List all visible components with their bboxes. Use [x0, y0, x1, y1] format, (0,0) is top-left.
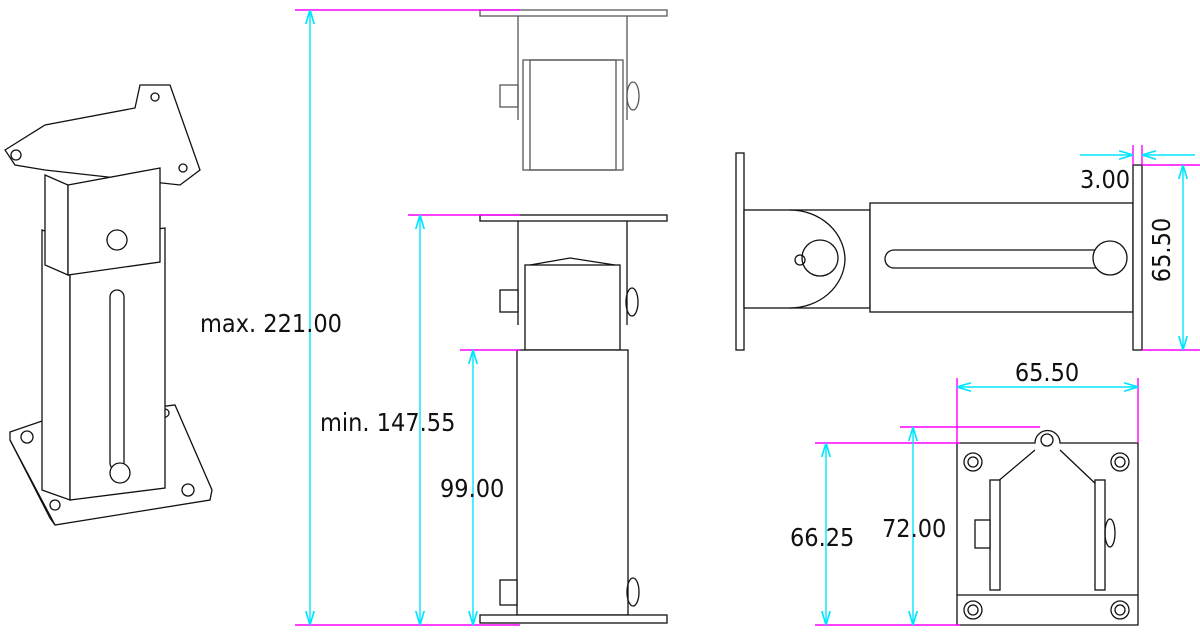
front-view-extended — [479, 9, 668, 171]
dim-plate-depth: 72.00 — [882, 514, 946, 543]
dim-min-height: min. 147.55 — [320, 408, 455, 437]
dim-plate-thickness: 3.00 — [1080, 165, 1130, 194]
dim-plate-height-side: 65.50 — [1147, 218, 1176, 282]
isometric-view — [4, 84, 213, 526]
dimension-lines — [310, 10, 1195, 625]
side-view — [735, 152, 1143, 351]
dim-hole-spacing: 66.25 — [790, 523, 854, 552]
dim-max-height: max. 221.00 — [200, 309, 342, 338]
dim-base-height: 99.00 — [440, 474, 504, 503]
extension-lines — [295, 9, 1200, 626]
dim-plate-width: 65.50 — [1015, 358, 1079, 387]
plate-view — [956, 429, 1139, 626]
front-view — [479, 214, 668, 624]
